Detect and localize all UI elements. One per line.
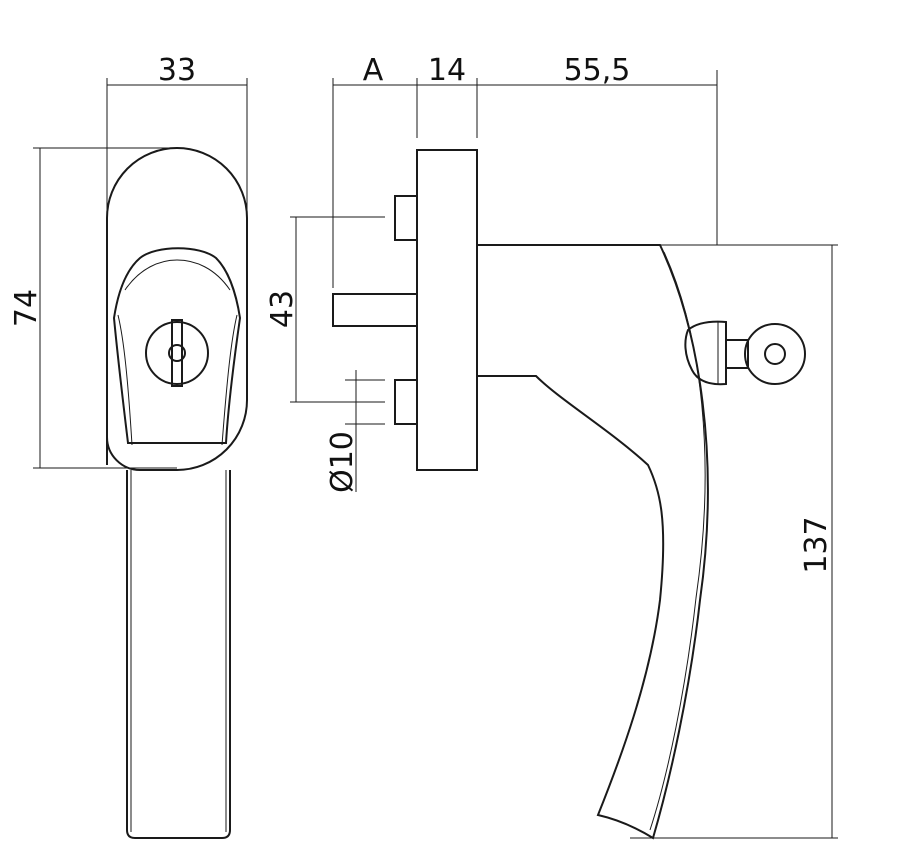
dimension-label-diameter-10: Ø10 — [325, 431, 360, 493]
keyhole — [168, 344, 186, 362]
handle-lever-front — [126, 470, 231, 839]
dimension-label-14: 14 — [428, 53, 466, 88]
dimension-handle-length: 137 — [630, 244, 838, 839]
front-view — [106, 147, 248, 839]
rose-plate-outline — [106, 147, 248, 471]
bottom-screw — [394, 379, 418, 425]
top-screw — [394, 195, 418, 241]
rose-side-body — [416, 149, 478, 471]
side-view — [332, 149, 806, 840]
dimension-screw-spacing: 43 — [265, 216, 385, 403]
handle-lever-side — [477, 244, 709, 840]
dimension-label-74: 74 — [9, 289, 44, 327]
spindle — [332, 293, 418, 327]
hub-inner-right — [221, 314, 238, 446]
dimension-label-43: 43 — [265, 290, 300, 328]
dimension-rose-width: 33 — [106, 53, 248, 218]
dimension-handle-projection: 55,5 — [477, 53, 718, 245]
lock-cylinder — [145, 321, 209, 385]
key-shank — [725, 339, 749, 369]
dimension-spindle-A: A — [332, 53, 418, 288]
dimension-label-137: 137 — [799, 516, 834, 573]
hub-inner-top — [124, 259, 231, 291]
key-bow-hole — [764, 343, 786, 365]
dimension-label-33: 33 — [158, 53, 196, 88]
key-slot — [171, 319, 183, 387]
handle-hub-outline — [112, 247, 242, 444]
lock-housing — [684, 320, 727, 386]
dimension-rose-depth: 14 — [417, 53, 478, 138]
dimension-rose-height: 74 — [9, 147, 177, 469]
lever-inner-contour — [649, 251, 706, 831]
hub-inner-left — [117, 314, 133, 446]
dimension-label-A: A — [363, 53, 384, 88]
dimension-screw-diameter: Ø10 — [325, 370, 385, 493]
key-bow — [744, 323, 806, 385]
dimension-label-55-5: 55,5 — [564, 53, 631, 88]
